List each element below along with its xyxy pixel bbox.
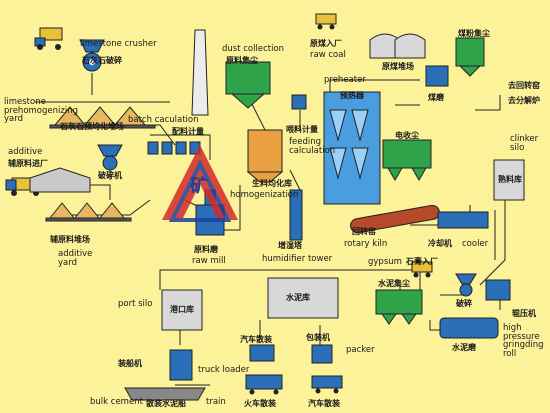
cement-dust-filter [375,289,423,325]
ship-cement-cn-label: 散装水泥船 [146,399,186,408]
humid-cn-label: 增湿塔 [278,241,302,250]
additive-yard-label: additive yard [58,249,93,268]
port-silo-label: port silo [118,299,153,309]
cement-mill-cn-label: 水泥磨 [452,343,476,352]
cement-dust-cn-label: 水泥集尘 [378,279,410,288]
homogenization-silo [246,129,284,183]
raw-coal-cn-label: 原煤入厂 [310,39,342,48]
hp-roll-label: high pressure gringding roll [503,323,544,359]
truck-bulk-cn-label: 汽车散装 [308,399,340,408]
electro-dust-cn-label: 电收尘 [395,131,419,140]
humidifier-tower [289,189,303,241]
cooler-label: cooler [462,239,489,249]
raw-dust-filter [225,61,271,109]
feeding-cn-label: 喂料计量 [286,125,318,134]
port-silo [161,289,203,331]
additive-yard-piles [45,202,132,222]
watermark-text: 矿 [190,176,208,197]
additive-yard-cn-label: 辅原料堆场 [50,235,90,244]
cement-mill-icon [439,317,499,339]
coal-yard-shed [369,33,426,59]
chimney [191,29,209,116]
homog-cn-label: 生料均化库 [252,179,292,188]
roll-press-cn-label: 辊压机 [512,309,536,318]
crusher2-icon [455,273,477,297]
limestone-crusher-truck [34,27,63,50]
clinker-silo-cn-label: 熟料库 [498,175,522,184]
clinker-silo-label: clinker silo [510,134,539,153]
limestone-crusher-icon [79,39,105,72]
crusher2-cn-label: 破碎 [456,299,472,308]
ship-loader [169,349,193,381]
bulk-cement-label: bulk cement [90,397,143,407]
homog-label: homogenization [230,190,299,200]
electrostatic-precipitator [382,139,432,181]
limestone-crusher-cn-label: 石灰石破碎 [82,56,122,65]
packer-icon [311,344,333,364]
batch-calc-label: batch caculation [128,115,199,125]
raw-coal-label: raw coal [310,50,346,60]
ship-cn-label: 装船机 [118,359,142,368]
preheater-cn-label: 预热器 [340,91,364,100]
feeding-label: feeding calculation [289,137,336,156]
crusher-cn-label: 破碎机 [98,171,122,180]
cement-ship [124,387,206,401]
dust-collection-label: dust collection [222,44,285,54]
truck-loader [249,344,275,362]
additive-label: additive [8,147,43,157]
coal-dust-cn-label: 煤粉集尘 [458,29,490,38]
preheater-label: preheater [324,75,366,85]
to-kiln-cn-label: 去回转窑 [508,81,540,90]
additive-crusher-icon [97,144,123,171]
truck-loader-label: truck loader [198,365,250,375]
gypsum-label: gypsum [368,257,402,267]
limestone-yard-label: limestone prehomogenizing yard [4,97,78,124]
humid-label: humidifier tower [262,254,333,264]
roll-press-icon [485,279,511,301]
coal-mill-icon [425,65,449,87]
batch-calc-cn-label: 配料计量 [172,127,204,136]
cement-silo-cn-label: 水泥库 [286,293,310,302]
train-cn-label: 火车散装 [244,399,276,408]
packer-cn-label: 包装机 [306,333,330,342]
rotary-kiln-label: rotary kiln [344,239,388,249]
additive-shed [29,167,91,193]
gypsum-truck [411,261,433,278]
watermark-logo [162,145,238,222]
clinker-silo [493,159,525,201]
limestone-crusher-label: limestone crusher [80,39,157,49]
raw-mill-label: raw mill [192,256,226,266]
raw-dust-cn-label: 原料集尘 [226,56,258,65]
coal-yard-cn-label: 原煤堆场 [382,62,414,71]
train-label: train [206,397,226,407]
to-decomp-cn-label: 去分解炉 [508,96,540,105]
raw-coal-truck [315,13,337,30]
port-silo-cn-label: 港口库 [170,305,194,314]
cooler [437,211,489,229]
packer-label: packer [346,345,375,355]
coal-mill-cn-label: 煤磨 [428,93,444,102]
rotary-kiln-cn-label: 回转窑 [352,227,376,236]
limestone-yard-piles [49,106,156,129]
cement-silo [267,277,339,319]
limestone-yard-cn-label: 石灰石预均化堆场 [60,122,124,131]
feeding-calculation-icon [291,94,307,110]
bulk-truck [311,375,343,394]
preheater-tower [323,91,381,205]
coal-dust-filter [455,37,485,77]
cooler-cn-label: 冷却机 [428,239,452,248]
raw-mill-cn-label: 原料磨 [194,245,218,254]
rotary-kiln [350,204,440,234]
gypsum-cn-label: 石膏入厂 [406,257,438,266]
train-car [245,374,283,395]
truck-pack-cn-label: 汽车散装 [240,335,272,344]
additive-shed-cn-label: 辅原料进厂 [8,159,48,168]
